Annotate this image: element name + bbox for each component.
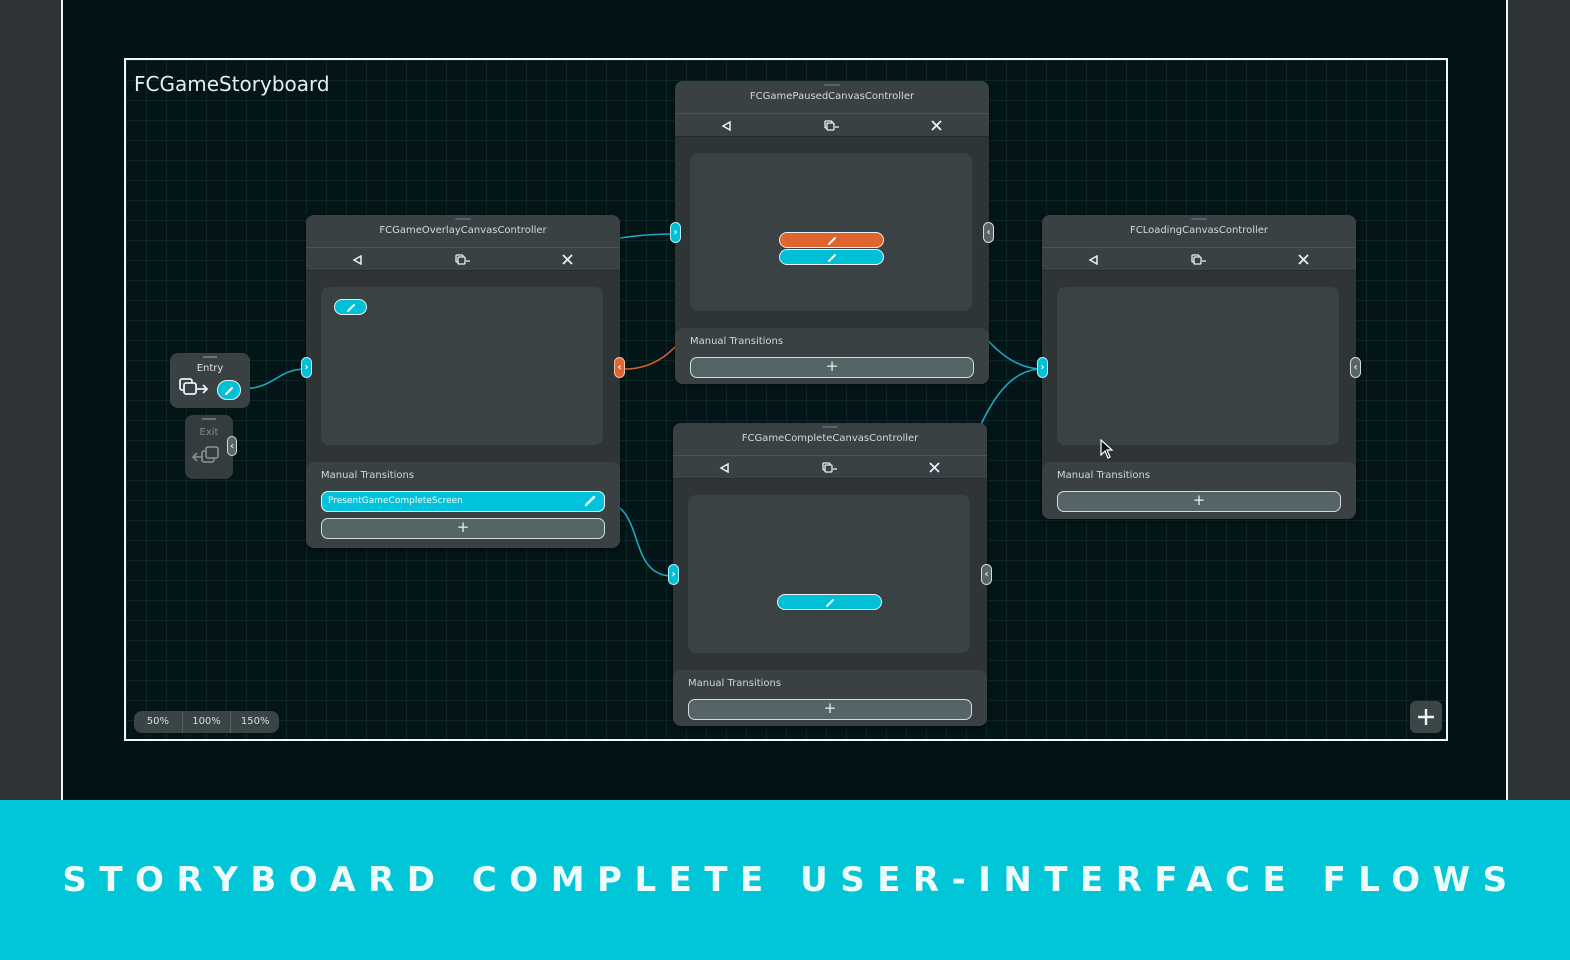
- exit-screen-icon[interactable]: [822, 118, 842, 134]
- caption-text: STORYBOARD COMPLETE USER-INTERFACE FLOWS: [62, 860, 1520, 900]
- pencil-icon[interactable]: [584, 495, 596, 514]
- transition-label: PresentGameCompleteScreen: [328, 496, 463, 506]
- pencil-icon: [827, 231, 837, 250]
- add-transition-button[interactable]: +: [321, 518, 605, 539]
- transition-pill[interactable]: [777, 594, 882, 610]
- node-header[interactable]: FCGameOverlayCanvasController: [306, 215, 620, 271]
- plus-icon: [1417, 708, 1435, 730]
- pencil-icon: [224, 381, 234, 400]
- pencil-icon: [825, 593, 835, 612]
- drag-handle[interactable]: [1191, 218, 1207, 220]
- manual-transitions-panel: Manual Transitions PresentGameCompleteSc…: [306, 462, 620, 548]
- complete-out-port[interactable]: ‹: [981, 564, 992, 585]
- transition-pill-back[interactable]: [779, 232, 884, 248]
- node-toolbar: [673, 455, 987, 479]
- close-icon[interactable]: [558, 252, 578, 268]
- unity-icon[interactable]: [348, 252, 368, 268]
- paused-in-port[interactable]: ›: [670, 222, 681, 243]
- canvas-preview: [321, 287, 603, 445]
- add-transition-button[interactable]: +: [1057, 491, 1341, 512]
- exit-screen-icon[interactable]: [820, 460, 840, 476]
- manual-transitions-label: Manual Transitions: [1057, 470, 1151, 481]
- exit-node[interactable]: Exit: [185, 415, 233, 479]
- pencil-icon: [827, 248, 837, 267]
- right-margin: [1508, 0, 1570, 800]
- manual-transitions-panel: Manual Transitions +: [1042, 462, 1356, 519]
- zoom-controls: 50% 100% 150%: [134, 711, 279, 733]
- node-header[interactable]: FCLoadingCanvasController: [1042, 215, 1356, 271]
- paused-out-port[interactable]: ‹: [983, 222, 994, 243]
- zoom-50-button[interactable]: 50%: [134, 711, 183, 733]
- caption-banner: STORYBOARD COMPLETE USER-INTERFACE FLOWS: [0, 800, 1570, 960]
- manual-transitions-panel: Manual Transitions +: [673, 670, 987, 726]
- left-margin: [0, 0, 61, 800]
- pencil-icon: [346, 298, 356, 317]
- node-toolbar: [675, 113, 989, 137]
- node-title: FCGameCompleteCanvasController: [741, 433, 919, 444]
- close-icon[interactable]: [927, 118, 947, 134]
- exit-screen-icon: [191, 445, 223, 471]
- zoom-100-button[interactable]: 100%: [183, 711, 232, 733]
- complete-controller-node[interactable]: FCGameCompleteCanvasController Manual Tr…: [673, 423, 987, 726]
- unity-icon[interactable]: [1084, 252, 1104, 268]
- node-title: FCGameOverlayCanvasController: [379, 225, 547, 236]
- transition-pill[interactable]: [779, 249, 884, 265]
- add-transition-button[interactable]: +: [688, 699, 972, 720]
- loading-in-port[interactable]: ›: [1037, 357, 1048, 378]
- entry-label: Entry: [196, 363, 224, 374]
- unity-icon[interactable]: [715, 460, 735, 476]
- canvas-preview: [1057, 287, 1339, 445]
- manual-transitions-label: Manual Transitions: [321, 470, 415, 481]
- add-transition-button[interactable]: +: [690, 357, 974, 378]
- enter-screen-icon: [179, 378, 209, 402]
- exit-screen-icon[interactable]: [453, 252, 473, 268]
- transition-pill[interactable]: [334, 299, 367, 315]
- entry-node[interactable]: Entry: [170, 353, 250, 408]
- close-icon[interactable]: [925, 460, 945, 476]
- overlay-controller-node[interactable]: FCGameOverlayCanvasController Manual Tra…: [306, 215, 620, 548]
- loading-out-port[interactable]: ‹: [1350, 357, 1361, 378]
- storyboard-canvas[interactable]: FCGameStoryboard Entry: [124, 58, 1448, 741]
- canvas-preview: [688, 495, 970, 653]
- exit-label: Exit: [199, 427, 219, 438]
- drag-handle[interactable]: [455, 218, 471, 220]
- storyboard-title: FCGameStoryboard: [134, 72, 330, 96]
- unity-icon[interactable]: [717, 118, 737, 134]
- drag-handle[interactable]: [822, 426, 838, 428]
- exit-screen-icon[interactable]: [1189, 252, 1209, 268]
- mouse-cursor-icon: [1100, 438, 1114, 463]
- close-icon[interactable]: [1294, 252, 1314, 268]
- exit-in-port[interactable]: ‹: [227, 436, 237, 456]
- drag-handle[interactable]: [202, 418, 216, 420]
- drag-handle[interactable]: [203, 356, 217, 358]
- node-title: FCGamePausedCanvasController: [749, 91, 915, 102]
- node-title: FCLoadingCanvasController: [1129, 225, 1269, 236]
- zoom-150-button[interactable]: 150%: [240, 716, 270, 727]
- drag-handle[interactable]: [824, 84, 840, 86]
- entry-transition-pill[interactable]: [217, 380, 241, 400]
- add-node-button[interactable]: [1410, 701, 1442, 733]
- manual-transitions-label: Manual Transitions: [690, 336, 784, 347]
- overlay-in-port[interactable]: ›: [301, 357, 312, 378]
- transition-present-game-complete[interactable]: PresentGameCompleteScreen: [321, 491, 605, 512]
- node-header[interactable]: FCGameCompleteCanvasController: [673, 423, 987, 479]
- complete-in-port[interactable]: ›: [668, 564, 679, 585]
- overlay-out-port[interactable]: ‹: [614, 357, 625, 378]
- manual-transitions-panel: Manual Transitions +: [675, 328, 989, 384]
- manual-transitions-label: Manual Transitions: [688, 678, 782, 689]
- node-header[interactable]: FCGamePausedCanvasController: [675, 81, 989, 137]
- node-toolbar: [1042, 247, 1356, 271]
- paused-controller-node[interactable]: FCGamePausedCanvasController Manual Tran…: [675, 81, 989, 384]
- loading-controller-node[interactable]: FCLoadingCanvasController Manual Transit…: [1042, 215, 1356, 519]
- node-toolbar: [306, 247, 620, 271]
